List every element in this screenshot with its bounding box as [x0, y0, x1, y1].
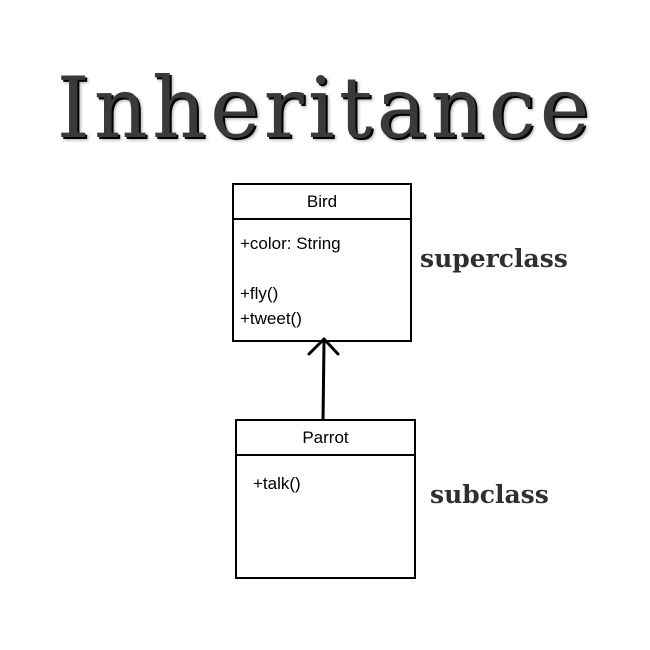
superclass-method: +fly() [240, 284, 279, 303]
subclass-role-label: subclass [430, 480, 549, 509]
arrow-head [307, 337, 340, 356]
superclass-method: +tweet() [240, 309, 302, 328]
arrow-shaft [321, 340, 326, 424]
superclass-attribute: +color: String [240, 234, 341, 253]
subclass-name: Parrot [237, 421, 414, 456]
superclass-name: Bird [234, 185, 410, 220]
superclass-role-label: superclass [420, 244, 568, 273]
diagram-title: Inheritance [56, 59, 594, 157]
subclass-method: +talk() [253, 474, 301, 493]
superclass-box: Bird +color: String +fly() +tweet() [232, 183, 412, 342]
inheritance-arrow [307, 337, 340, 424]
subclass-box: Parrot +talk() [235, 419, 416, 579]
